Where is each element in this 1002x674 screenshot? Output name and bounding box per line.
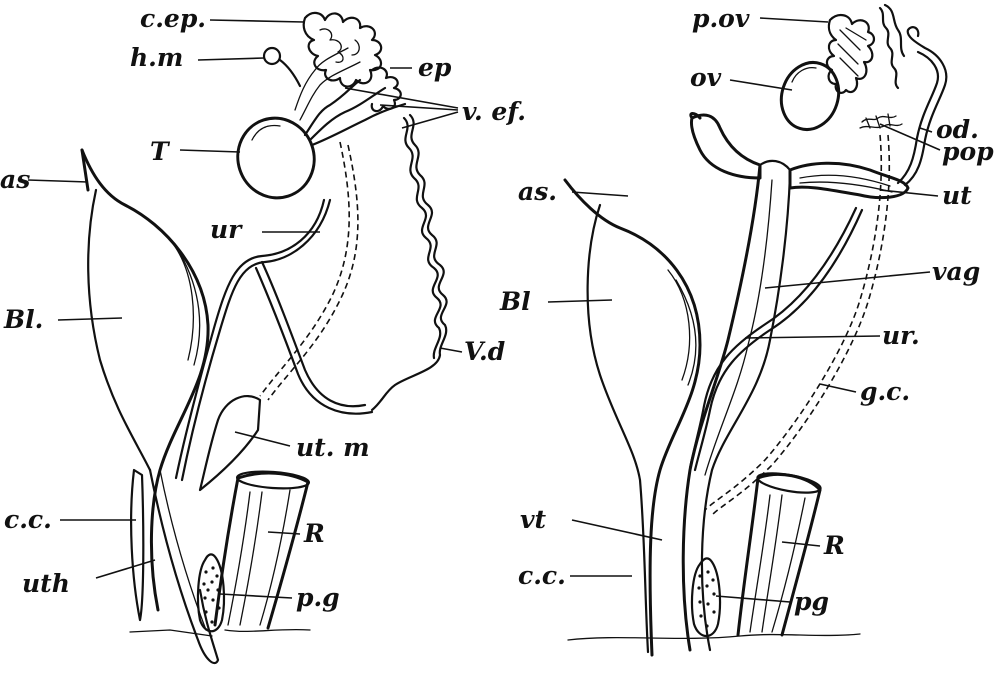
label-vas-deferens: V.d [464, 337, 505, 366]
label-genital-cord: g.c. [860, 377, 910, 406]
label-bladder: Bl. [3, 305, 43, 334]
ovary [779, 61, 841, 131]
ureter [180, 198, 332, 482]
label-cc: c.c. [518, 561, 566, 590]
label-appendix: as [0, 165, 30, 194]
caput-epididymis [302, 11, 383, 88]
label-vagina: vag [932, 257, 980, 286]
label-paroophoron: pop [942, 137, 994, 166]
ground-line [224, 628, 311, 633]
label-ureter: ur. [882, 321, 920, 350]
bladder [563, 178, 702, 657]
uterus-body [681, 163, 762, 652]
left-horn [690, 113, 762, 180]
label-cc: c.c. [4, 505, 52, 534]
uterus-masculinus [198, 394, 262, 492]
label-uterus: ut [942, 181, 972, 210]
label-epididymis: ep [418, 53, 452, 82]
label-vestibule: vt [520, 505, 547, 534]
label-rectum: R [303, 519, 325, 548]
label-gland: pg [794, 587, 829, 616]
label-rectum: R [823, 531, 845, 560]
right-figure: p.ov ov od. pop as. ut Bl vag ur. g.c. v… [499, 3, 994, 657]
leader-lines [27, 19, 463, 599]
vas-deferens [370, 113, 448, 412]
gland [690, 557, 722, 638]
rectum [213, 471, 310, 630]
ground-line [567, 633, 861, 641]
left-figure: c.ep. h.m ep v. ef. T as ur Bl. V.d ut. … [0, 4, 526, 665]
hydatid-morgagni [262, 46, 282, 66]
prostate-gland [196, 553, 226, 633]
bladder-apex [80, 148, 90, 192]
label-prostate-gland: p.g [296, 583, 340, 612]
ground-line [129, 629, 213, 637]
gland-dots [202, 566, 221, 624]
label-bladder: Bl [499, 287, 531, 316]
cc-organ [130, 468, 145, 622]
leader-lines [547, 17, 941, 603]
label-hydatid-morgagni: h.m [130, 43, 183, 72]
bladder [80, 148, 210, 612]
label-caput-epididymis: c.ep. [140, 4, 206, 33]
label-ureter: ur [210, 215, 243, 244]
ureter [693, 208, 864, 472]
oviduct [903, 26, 948, 187]
gland-dots [697, 570, 716, 628]
parovarium [825, 14, 876, 94]
label-uterus-masculinus: ut. m [296, 433, 370, 462]
label-vasa-efferentia: v. ef. [462, 97, 526, 126]
label-ovary: ov [690, 63, 722, 92]
label-parovarium: p.ov [692, 4, 750, 33]
label-oviduct: od. [936, 115, 979, 144]
label-urethra: uth [22, 569, 70, 598]
label-testis: T [150, 137, 171, 166]
label-appendix: as. [518, 177, 557, 206]
testis [236, 116, 316, 200]
right-horn [788, 161, 910, 200]
